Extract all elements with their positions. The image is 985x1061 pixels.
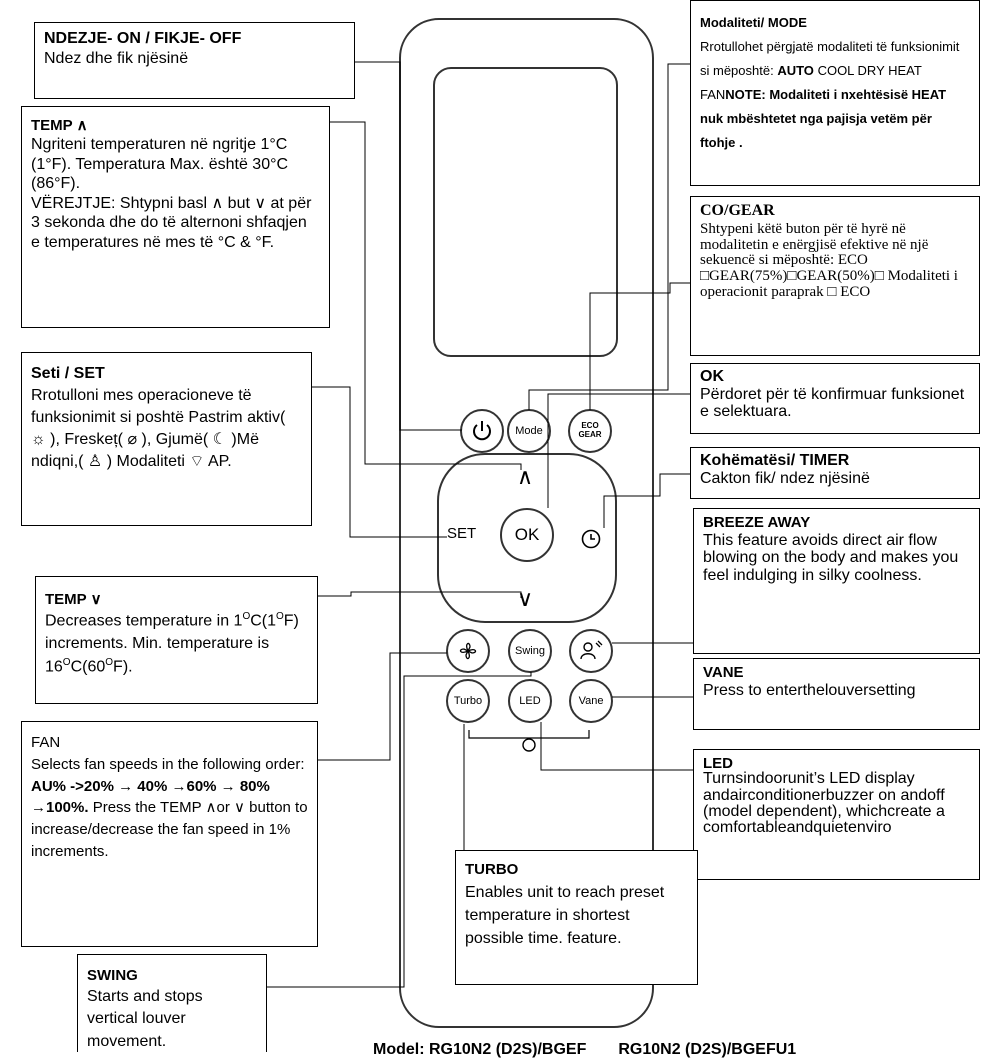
mode-button[interactable]: Mode <box>507 409 551 453</box>
callout-temp-down-body-mid3: C(60 <box>70 658 106 676</box>
clock-icon <box>581 529 601 549</box>
callout-temp-down-body-mid2: F) increments. Min. temperature is 16 <box>45 612 299 676</box>
callout-temp-down: TEMP ∨ Decreases temperature in 1OC(1OF)… <box>35 576 318 704</box>
degree-sup: O <box>242 611 251 623</box>
callout-led: LED Turnsindoorunit’s LED display andair… <box>693 749 980 880</box>
callout-temp-down-title: TEMP ∨ <box>45 591 102 608</box>
set-button[interactable]: SET <box>447 525 477 542</box>
callout-temp-up-title: TEMP ∧ <box>31 117 88 134</box>
callout-turbo-body: Enables unit to reach preset temperature… <box>465 883 665 948</box>
callout-fan-outro: Press the TEMP ∧or ∨ button to increase/… <box>31 799 308 860</box>
degree-sup: O <box>62 657 71 669</box>
callout-breeze-away-title: BREEZE AWAY <box>703 514 811 531</box>
callout-eco-gear-title: CO/GEAR <box>700 202 775 219</box>
led-button[interactable]: LED <box>508 679 552 723</box>
degree-sup: O <box>105 657 114 669</box>
callout-timer: Kohëmatësi/ TIMER Cakton fik/ ndez njësi… <box>690 447 980 499</box>
remote-control-body <box>399 18 654 1028</box>
callout-fan-order: AU% ->20% → 40% →60% → 80% →100%. <box>31 777 270 817</box>
temp-up-button[interactable]: ∧ <box>517 464 534 489</box>
callout-mode-auto: AUTO <box>777 63 814 79</box>
callout-set: Seti / SET Rrotulloni mes operacioneve t… <box>21 352 312 526</box>
callout-mode-note: NOTE: Modaliteti i nxehtësisë HEAT nuk m… <box>700 87 947 151</box>
callout-ok-title: OK <box>700 368 724 385</box>
model-number-1: Model: RG10N2 (D2S)/BGEF <box>373 1041 587 1058</box>
turbo-button-label: Turbo <box>453 695 483 707</box>
callout-timer-body: Cakton fik/ ndez njësinë <box>700 469 870 487</box>
callout-set-title: Seti / SET <box>31 365 105 382</box>
callout-ok: OK Përdoret për të konfirmuar funksionet… <box>690 363 980 434</box>
power-button[interactable] <box>460 409 504 453</box>
callout-mode: Modaliteti/ MODE Rrotullohet përgjatë mo… <box>690 0 980 186</box>
vane-button[interactable]: Vane <box>569 679 613 723</box>
callout-on-off: NDEZJE- ON / FIKJE- OFF Ndez dhe fik një… <box>34 22 355 99</box>
callout-eco-gear: CO/GEAR Shtypeni këtë buton për të hyrë … <box>690 196 980 356</box>
callout-mode-modes: COOL DRY HEAT FAN <box>700 63 922 103</box>
led-button-label: LED <box>519 695 541 707</box>
breeze-away-icon <box>580 640 603 660</box>
callout-temp-up: TEMP ∧ Ngriteni temperaturen në ngritje … <box>21 106 330 328</box>
callout-timer-title: Kohëmatësi/ TIMER <box>700 452 850 469</box>
ok-button[interactable]: OK <box>500 508 554 562</box>
callout-fan-intro: Selects fan speeds in the following orde… <box>31 755 305 773</box>
remote-display <box>433 67 618 357</box>
model-numbers: Model: RG10N2 (D2S)/BGEF RG10N2 (D2S)/BGE… <box>373 1041 828 1059</box>
callout-vane: VANE Press to enterthelouversetting <box>693 658 980 730</box>
fan-button[interactable] <box>446 629 490 673</box>
ok-button-label: OK <box>514 525 540 544</box>
callout-ok-body: Përdoret për të konfirmuar funksionet e … <box>700 385 965 421</box>
eco-gear-icon: ECO GEAR <box>578 421 602 439</box>
callout-temp-up-line1: Ngriteni temperaturen në ngritje 1°C (1°… <box>31 136 289 193</box>
callout-breeze-away: BREEZE AWAY This feature avoids direct a… <box>693 508 980 654</box>
turbo-button[interactable]: Turbo <box>446 679 490 723</box>
timer-button[interactable] <box>580 528 602 553</box>
callout-mode-body: Rrotullohet përgjatë modaliteti të funks… <box>700 39 960 79</box>
callout-mode-title: Modaliteti/ MODE <box>700 15 807 30</box>
callout-breeze-away-body: This feature avoids direct air flow blow… <box>703 531 959 584</box>
callout-swing-title: SWING <box>87 967 138 984</box>
callout-on-off-body: Ndez dhe fik njësinë <box>44 49 189 67</box>
callout-led-body: Turnsindoorunit’s LED display andaircond… <box>703 770 945 837</box>
callout-temp-up-line2: VËREJTJE: Shtypni basl ∧ but ∨ at për 3 … <box>31 194 312 251</box>
callout-temp-down-body-pre: Decreases temperature in 1 <box>45 612 243 630</box>
fan-icon <box>459 642 477 660</box>
callout-swing: SWING Starts and stops vertical louver m… <box>77 954 267 1052</box>
callout-temp-down-body-mid: C(1 <box>250 612 276 630</box>
swing-button[interactable]: Swing <box>508 629 552 673</box>
callout-temp-down-body-end: F). <box>113 658 133 676</box>
breeze-away-button[interactable] <box>569 629 613 673</box>
callout-swing-body: Starts and stops vertical louver movemen… <box>87 988 203 1050</box>
callout-fan-title: FAN <box>31 734 61 751</box>
degree-sup: O <box>276 611 284 623</box>
model-number-2: RG10N2 (D2S)/BGEFU1 <box>618 1041 797 1058</box>
power-icon <box>473 421 491 441</box>
swing-button-label: Swing <box>515 645 545 657</box>
callout-fan: FAN Selects fan speeds in the following … <box>21 721 318 947</box>
callout-turbo: TURBO Enables unit to reach preset tempe… <box>455 850 698 985</box>
callout-turbo-title: TURBO <box>465 861 519 878</box>
vane-button-label: Vane <box>578 695 604 707</box>
callout-led-title: LED <box>703 755 733 772</box>
direction-pad <box>437 453 617 623</box>
mode-button-label: Mode <box>515 425 543 437</box>
callout-vane-body: Press to enterthelouversetting <box>703 681 916 699</box>
callout-on-off-title: NDEZJE- ON / FIKJE- OFF <box>44 30 242 47</box>
callout-eco-gear-body: Shtypeni këtë buton për të hyrë në modal… <box>700 220 958 300</box>
callout-vane-title: VANE <box>703 664 744 681</box>
callout-set-body: Rrotulloni mes operacioneve të funksioni… <box>31 387 286 471</box>
